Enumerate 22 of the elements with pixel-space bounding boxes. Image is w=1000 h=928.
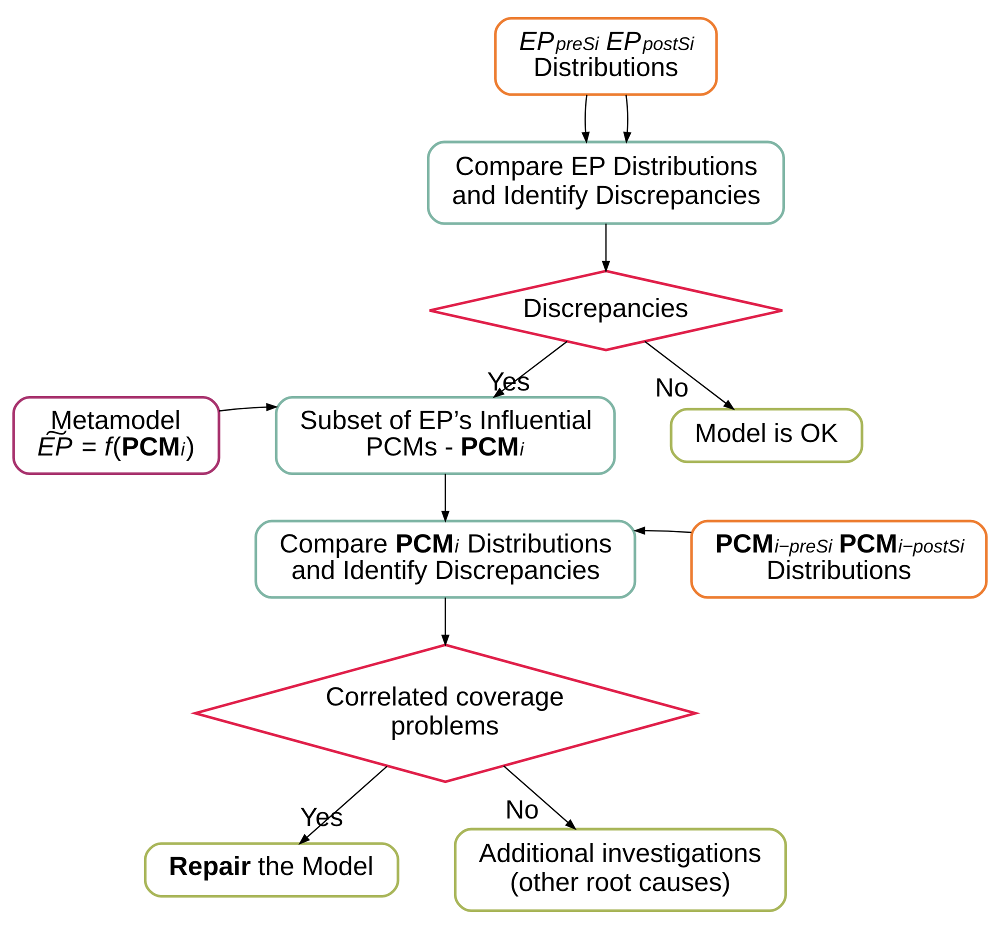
node-box: Compare PCMi Distributions and Identify Discrepancies [254,519,636,598]
arrow [441,597,450,646]
arrow [633,526,692,534]
edge-label: No [505,794,539,824]
arrow [602,223,610,272]
arrow [441,473,450,522]
arrow [219,402,278,412]
node-box: Additional investigations (other root causes) [454,827,787,912]
node-diamond: Correlated coverage problems [190,642,700,783]
node-box: Metamodel E͠P = f(PCMi) [12,396,220,475]
arrow [581,94,590,144]
arrow [503,764,577,830]
node-box: EPpreSi EPpostSi Distributions [494,16,718,96]
arrow [623,94,632,144]
edge-label: No [655,372,689,402]
node-box: Repair the Model [144,842,400,898]
arrow [644,340,736,410]
node-diamond: Discrepancies [428,269,784,351]
node-box: Compare EP Distributions and Identify Discrepancies [426,140,785,224]
node-box: Subset of EP’s Influential PCMs - PCMi [274,396,616,475]
node-box: Model is OK [670,407,864,463]
node-box: PCMi−preSi PCMi−postSi Distributions [690,519,988,598]
